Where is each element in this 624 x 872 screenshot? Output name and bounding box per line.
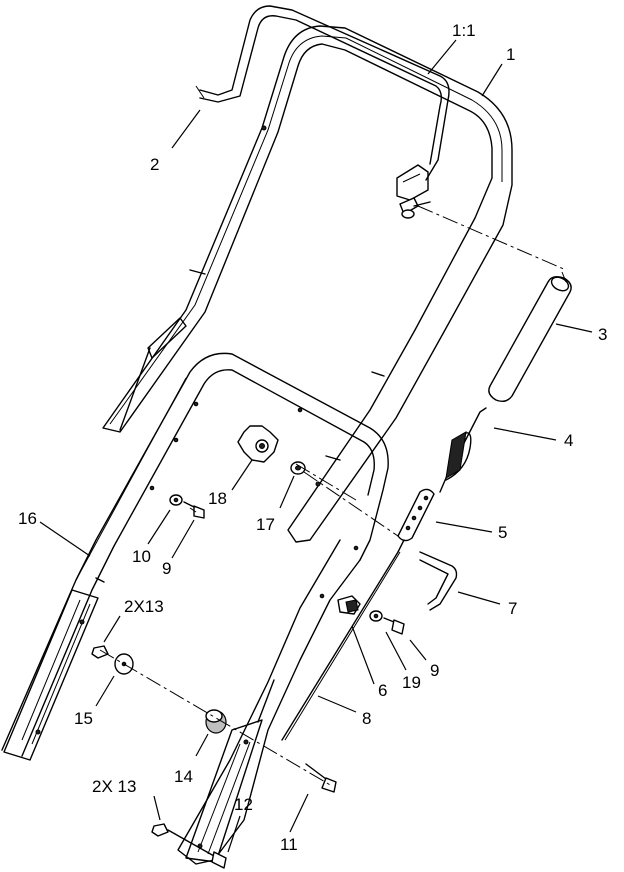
callout-1-1: 1:1 — [452, 21, 476, 40]
assembly-centerlines — [99, 205, 567, 787]
callout-18: 18 — [208, 489, 227, 508]
adjuster-plate — [397, 488, 435, 553]
grip-tube — [488, 271, 572, 403]
pivot-pin — [399, 197, 431, 219]
control-cable — [281, 551, 401, 741]
callout-2: 2 — [150, 155, 159, 174]
callout-5: 5 — [498, 523, 507, 542]
callout-9-left: 9 — [162, 559, 171, 578]
callout-7: 7 — [508, 599, 517, 618]
callout-1: 1 — [506, 45, 515, 64]
washer-19 — [369, 610, 383, 622]
bolt-9-left — [183, 501, 205, 519]
callout-13-lower: 2X 13 — [92, 777, 136, 796]
callout-3: 3 — [598, 325, 607, 344]
callout-4: 4 — [564, 431, 573, 450]
lower-handle — [1, 352, 389, 865]
callout-16: 16 — [18, 509, 37, 528]
callout-8: 8 — [362, 709, 371, 728]
callout-15: 15 — [74, 709, 93, 728]
callout-14: 14 — [174, 767, 193, 786]
callout-9-right: 9 — [430, 661, 439, 680]
retaining-pin — [419, 551, 458, 611]
bolt-12 — [167, 829, 227, 869]
nut-13-upper — [91, 645, 109, 659]
bolt-9-right — [383, 617, 405, 635]
washer-10 — [169, 494, 183, 506]
callout-19: 19 — [402, 673, 421, 692]
callout-12: 12 — [234, 795, 253, 814]
callout-17: 17 — [256, 515, 275, 534]
callout-6: 6 — [378, 681, 387, 700]
callout-13-upper: 2X13 — [124, 597, 164, 616]
knob-14 — [205, 709, 227, 734]
callout-11: 11 — [280, 835, 298, 854]
cable-bracket — [337, 595, 361, 615]
bolt-11 — [305, 763, 337, 793]
nut-13-lower — [151, 823, 169, 837]
spring — [439, 407, 487, 493]
knob — [237, 425, 279, 463]
callout-10: 10 — [132, 547, 151, 566]
washer-17 — [290, 461, 306, 475]
bail-handle — [195, 5, 450, 181]
leader-lines — [39, 39, 593, 853]
callout-labels: 1 1:1 2 3 4 5 6 7 8 9 9 10 11 12 2X13 2X… — [18, 21, 607, 854]
